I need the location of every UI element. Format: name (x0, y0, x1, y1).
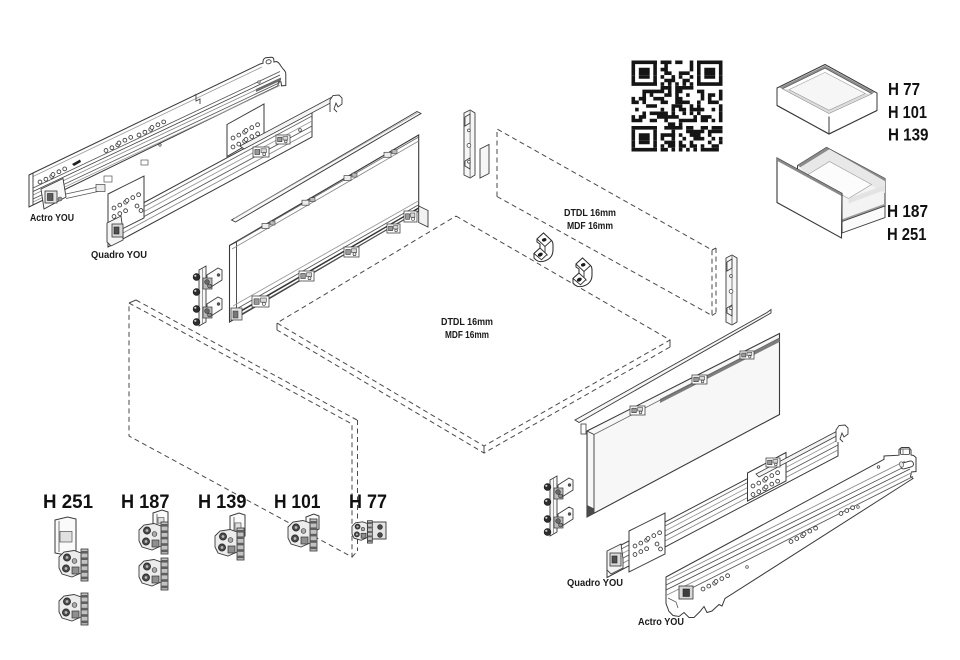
svg-text:H 187: H 187 (121, 491, 170, 513)
svg-text:H 187: H 187 (887, 201, 928, 221)
svg-text:H 251: H 251 (43, 491, 93, 513)
svg-text:H 139: H 139 (888, 125, 929, 145)
svg-text:H 251: H 251 (887, 224, 927, 244)
svg-text:H 77: H 77 (888, 79, 920, 99)
svg-text:DTDL 16mm: DTDL 16mm (441, 316, 493, 328)
svg-text:Actro YOU: Actro YOU (638, 616, 684, 628)
svg-text:H 101: H 101 (888, 102, 927, 122)
svg-text:MDF 16mm: MDF 16mm (567, 220, 613, 232)
svg-text:H 101: H 101 (274, 491, 321, 513)
svg-text:Actro YOU: Actro YOU (30, 212, 74, 224)
svg-text:H 77: H 77 (349, 491, 387, 513)
svg-text:Quadro YOU: Quadro YOU (567, 577, 623, 589)
svg-text:Quadro YOU: Quadro YOU (91, 249, 147, 261)
svg-text:H 139: H 139 (198, 491, 247, 513)
svg-text:DTDL 16mm: DTDL 16mm (564, 207, 616, 219)
svg-text:MDF 16mm: MDF 16mm (445, 329, 489, 341)
